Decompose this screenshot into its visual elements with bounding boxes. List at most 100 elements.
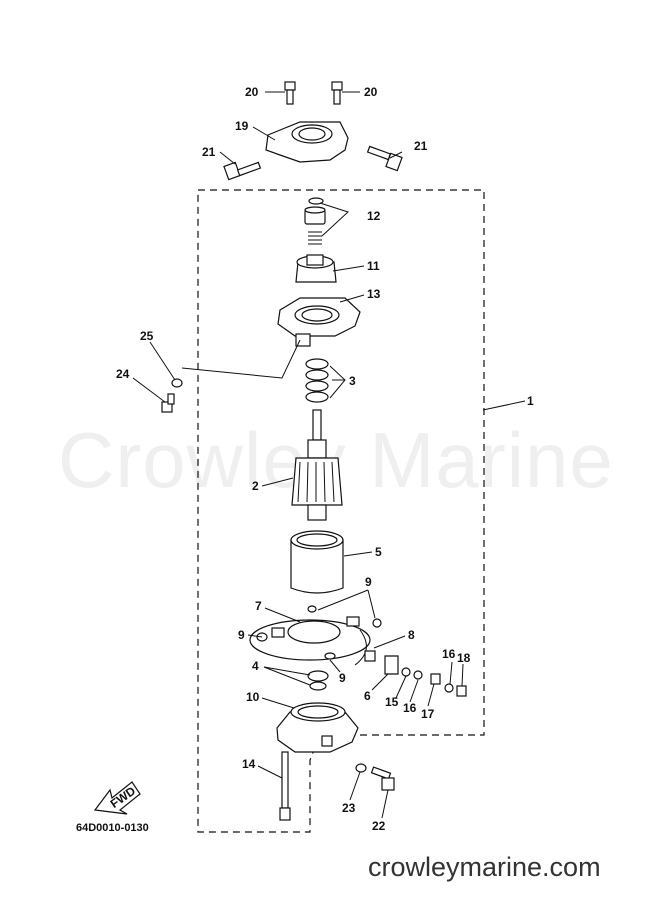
callout-1: 1 [527,394,534,408]
callout-17: 17 [421,707,435,721]
shim-3b [305,369,329,381]
terminal-hardware [364,650,467,697]
through-bolt-shank [281,751,289,809]
callout-24: 24 [116,367,130,381]
bolt-21-right-shank [366,145,392,161]
callout-4: 4 [252,659,259,673]
part-7-brush-plate [249,605,382,666]
part-10-rear-cover [276,702,359,753]
armature-core [291,457,343,506]
callout-3: 3 [349,374,356,388]
callout-2: 2 [252,479,259,493]
shim-3a [305,358,329,370]
armature-shaft [312,409,322,441]
bolt-24-shank [167,393,175,405]
part-24-25 [161,339,301,413]
callout-11: 11 [367,259,380,273]
terminal-bolt-8 [364,650,376,662]
fwd-arrow-icon [93,781,141,815]
washer-16b [444,683,454,693]
screw-9-right [372,618,382,628]
callout-6: 6 [364,689,371,703]
callout-19: 19 [235,119,249,133]
callout-14: 14 [242,757,256,771]
bolt-22-shank [370,766,392,780]
leader-to-cover [181,339,301,379]
callout-21-right: 21 [414,139,428,153]
armature-windings [297,461,335,503]
part-22-23 [355,763,395,791]
bolt-20-right-shank [333,89,341,105]
brush-left [271,627,285,638]
bolt-20-left-head [284,81,296,91]
callout-labels: 20 20 19 21 21 12 11 13 3 1 25 24 2 5 9 … [116,85,534,833]
yoke-body [290,539,344,594]
part-13-front-cover [277,297,361,347]
callout-20-left: 20 [245,85,259,99]
callout-16-a: 16 [403,701,417,715]
washer-12 [308,197,324,205]
washer-25 [171,378,183,388]
callout-13: 13 [367,287,381,301]
cover-13-bore-inner [301,308,333,322]
spring-12 [308,231,322,245]
pinion-gear-teeth [306,254,324,266]
shim-3d [305,391,329,403]
callout-7: 7 [255,599,262,613]
nut-17 [430,673,441,685]
callout-16-b: 16 [442,647,456,661]
washer-23 [355,763,367,773]
part-2-armature [291,409,343,521]
callout-8: 8 [408,628,415,642]
bolt-24-head [161,401,173,413]
part-12-set [304,197,326,245]
part-11-pinion [295,254,337,283]
shim-3c [305,380,329,392]
bolt-21-left-head [223,161,241,181]
yoke-top-inner [296,533,338,547]
nut-18 [456,685,467,697]
brush-lead [354,629,367,666]
callout-12: 12 [367,209,381,223]
cover-13-boss [295,333,311,347]
diagram-code: 64D0010-0130 [76,822,149,834]
brush-holder-ring [287,620,341,644]
washer-4a [307,670,329,682]
insulator-6 [384,655,399,675]
rear-cover-boss [321,735,333,747]
washer-4b [309,681,327,691]
callout-23: 23 [342,801,356,815]
callout-9-left: 9 [238,628,245,642]
callout-20-right: 20 [364,85,378,99]
armature-end [307,504,327,521]
bracket-assembly [223,81,403,181]
rear-cover-bore-inner [297,705,339,719]
callout-15: 15 [385,695,399,709]
callout-22: 22 [372,819,386,833]
washer-9-lower [324,652,336,660]
bolt-20-left-shank [286,89,294,105]
fwd-arrow: FWD [93,781,141,815]
part-4-washers [307,670,329,691]
bolt-22-head [381,777,395,791]
part-3-shims [305,358,329,403]
callout-5: 5 [375,545,382,559]
washer-15 [401,667,411,677]
brush-right [346,616,360,627]
bolt-21-left-shank [236,161,262,177]
part-5-yoke [290,530,344,594]
bolt-20-right-head [331,81,343,91]
callout-21-left: 21 [202,145,216,159]
washer-16a [413,670,423,680]
callout-leaders [132,91,526,819]
screw-9-top [307,605,317,613]
bracket-bore-inner [298,127,326,141]
callout-25: 25 [140,329,154,343]
collar-12-top [304,206,326,214]
through-bolt-head [279,807,291,821]
armature-commutator [307,439,327,459]
callout-18: 18 [457,651,471,665]
callout-10: 10 [246,690,260,704]
website-footer: crowleymarine.com [368,852,601,882]
